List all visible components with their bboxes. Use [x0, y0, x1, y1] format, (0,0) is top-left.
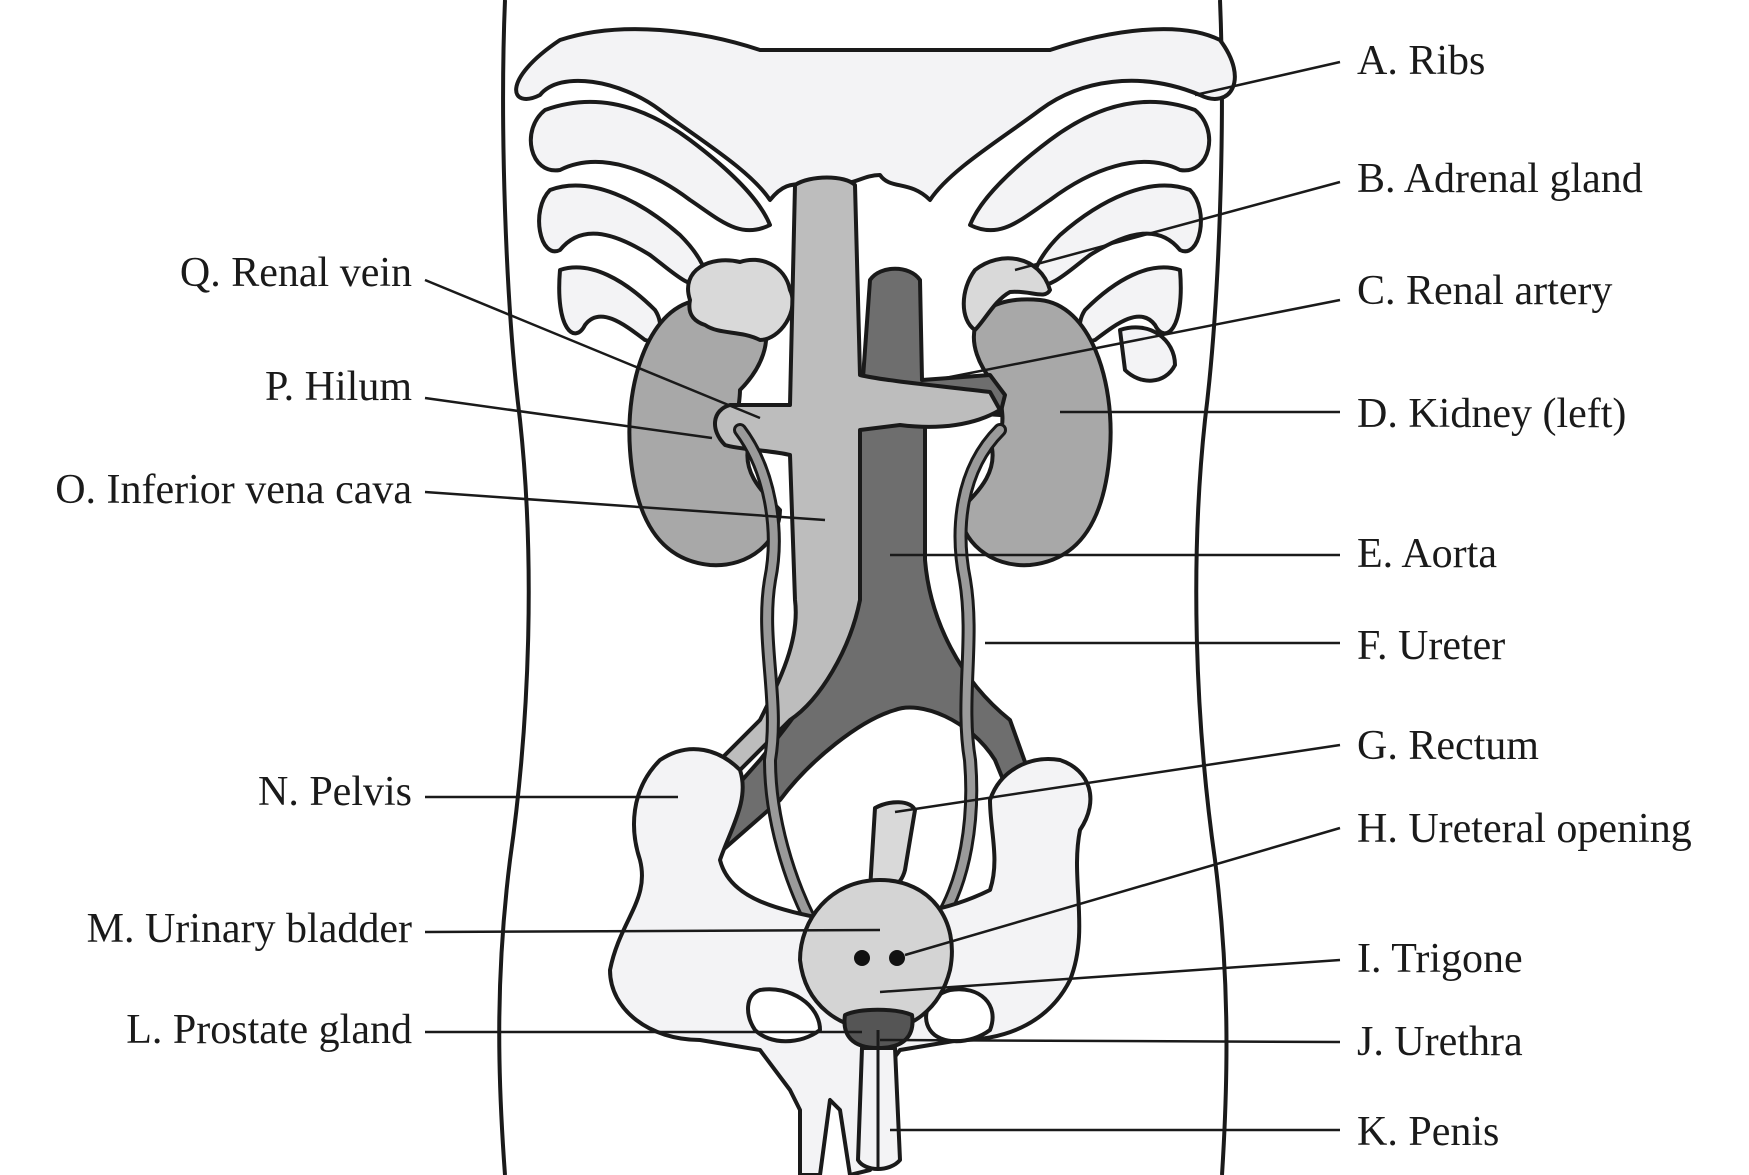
label-M: M. Urinary bladder	[87, 906, 412, 952]
label-I: I. Trigone	[1357, 936, 1523, 982]
leader-J	[879, 1038, 1341, 1044]
leader-A	[1194, 60, 1341, 97]
ureteral-opening-left	[889, 950, 905, 966]
label-Q: Q. Renal vein	[180, 250, 412, 296]
torso-right-outline	[1194, 0, 1229, 1175]
label-O: O. Inferior vena cava	[55, 467, 412, 513]
adrenal-gland-left	[961, 256, 1052, 332]
label-H: H. Ureteral opening	[1357, 806, 1692, 852]
ureteral-opening-right	[854, 950, 870, 966]
leader-O	[424, 490, 826, 522]
labels-left: Q. Renal vein P. Hilum O. Inferior vena …	[55, 250, 412, 1053]
labels-right: A. Ribs B. Adrenal gland C. Renal artery…	[1357, 38, 1692, 1155]
leader-I	[879, 958, 1341, 994]
label-N: N. Pelvis	[258, 769, 412, 815]
leader-P	[424, 396, 713, 440]
label-B: B. Adrenal gland	[1357, 156, 1643, 202]
leader-G	[894, 743, 1341, 814]
leader-B	[1014, 180, 1341, 272]
prostate-gland	[842, 1007, 915, 1050]
label-A: A. Ribs	[1357, 38, 1485, 84]
label-J: J. Urethra	[1357, 1019, 1523, 1065]
label-D: D. Kidney (left)	[1357, 391, 1626, 437]
torso-left-outline	[497, 0, 531, 1175]
leader-C	[944, 298, 1341, 380]
rib-cage	[514, 27, 1237, 383]
label-P: P. Hilum	[265, 364, 412, 410]
leader-lines-right	[879, 60, 1341, 1132]
label-C: C. Renal artery	[1357, 268, 1612, 314]
leader-lines-left	[424, 278, 881, 1034]
urinary-bladder	[798, 878, 954, 1032]
label-K: K. Penis	[1357, 1109, 1499, 1155]
leader-M	[424, 928, 881, 934]
obturator-foramen-right	[746, 987, 822, 1044]
kidney-left	[958, 297, 1113, 568]
ureter-right-fill	[736, 426, 814, 924]
leader-H	[904, 826, 1341, 957]
label-G: G. Rectum	[1357, 723, 1539, 769]
label-E: E. Aorta	[1357, 531, 1497, 577]
leader-Q	[424, 278, 761, 420]
label-F: F. Ureter	[1357, 623, 1505, 669]
label-L: L. Prostate gland	[126, 1007, 412, 1053]
ureter-left-fill	[936, 426, 1004, 924]
